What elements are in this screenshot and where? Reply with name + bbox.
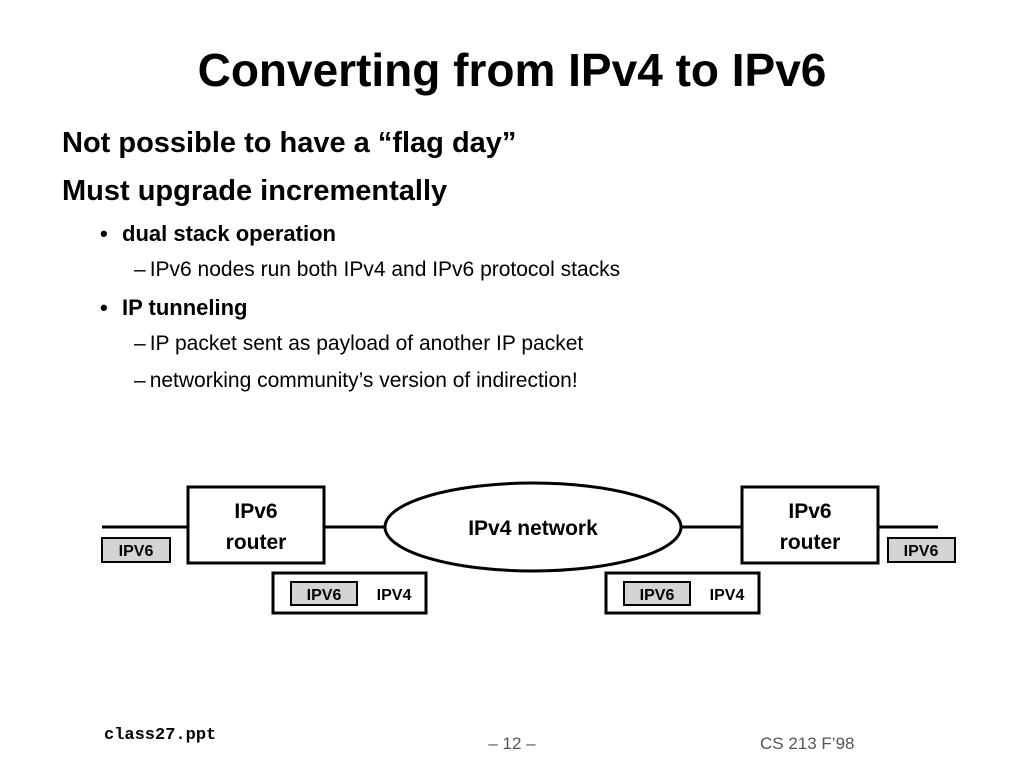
packet-label: IPV6	[904, 543, 939, 560]
bullet: •	[100, 221, 108, 246]
detail-indirection: –networking community’s version of indir…	[134, 367, 578, 395]
right-tunneled-packet: IPV6 IPV4	[604, 571, 761, 615]
left-ipv6-router: IPv6 router	[186, 485, 326, 565]
sub-point-dual-stack: • dual stack operation	[100, 220, 336, 248]
left-ipv6-packet: IPV6	[101, 537, 171, 563]
left-tunneled-packet: IPV6 IPV4	[271, 571, 428, 615]
router-label: router	[226, 531, 287, 554]
sub-point-label: dual stack operation	[122, 221, 336, 246]
ipv4-network: IPv4 network	[383, 481, 683, 573]
point-flag-day: Not possible to have a “flag day”	[62, 127, 517, 159]
router-label: router	[780, 531, 841, 554]
inner-packet-label: IPV6	[640, 587, 675, 604]
sub-point-ip-tunneling: • IP tunneling	[100, 294, 247, 322]
router-label: IPv6	[234, 500, 277, 523]
right-ipv6-packet: IPV6	[887, 537, 956, 563]
detail-text: networking community’s version of indire…	[149, 369, 578, 392]
sub-point-label: IP tunneling	[122, 295, 248, 320]
point-upgrade-incrementally: Must upgrade incrementally	[62, 175, 448, 207]
footer-page-number: – 12 –	[488, 734, 536, 753]
outer-packet-label: IPV4	[377, 587, 412, 604]
bullet: •	[100, 295, 108, 320]
dash-mark: –	[134, 258, 146, 281]
detail-payload: –IP packet sent as payload of another IP…	[134, 330, 583, 358]
detail-text: IPv6 nodes run both IPv4 and IPv6 protoc…	[149, 258, 621, 281]
packet-label: IPV6	[119, 543, 154, 560]
dash-mark: –	[134, 369, 146, 392]
footer-file-name: class27.ppt	[104, 726, 217, 745]
router-label: IPv6	[788, 500, 831, 523]
detail-text: IP packet sent as payload of another IP …	[149, 332, 584, 355]
right-ipv6-router: IPv6 router	[740, 485, 880, 565]
detail-dual-stack: –IPv6 nodes run both IPv4 and IPv6 proto…	[134, 256, 620, 284]
footer-course-label: CS 213 F’98	[760, 734, 855, 753]
dash-mark: –	[134, 332, 146, 355]
slide-title: Converting from IPv4 to IPv6	[197, 44, 827, 96]
inner-packet-label: IPV6	[307, 587, 342, 604]
network-label: IPv4 network	[468, 517, 598, 540]
outer-packet-label: IPV4	[710, 587, 745, 604]
